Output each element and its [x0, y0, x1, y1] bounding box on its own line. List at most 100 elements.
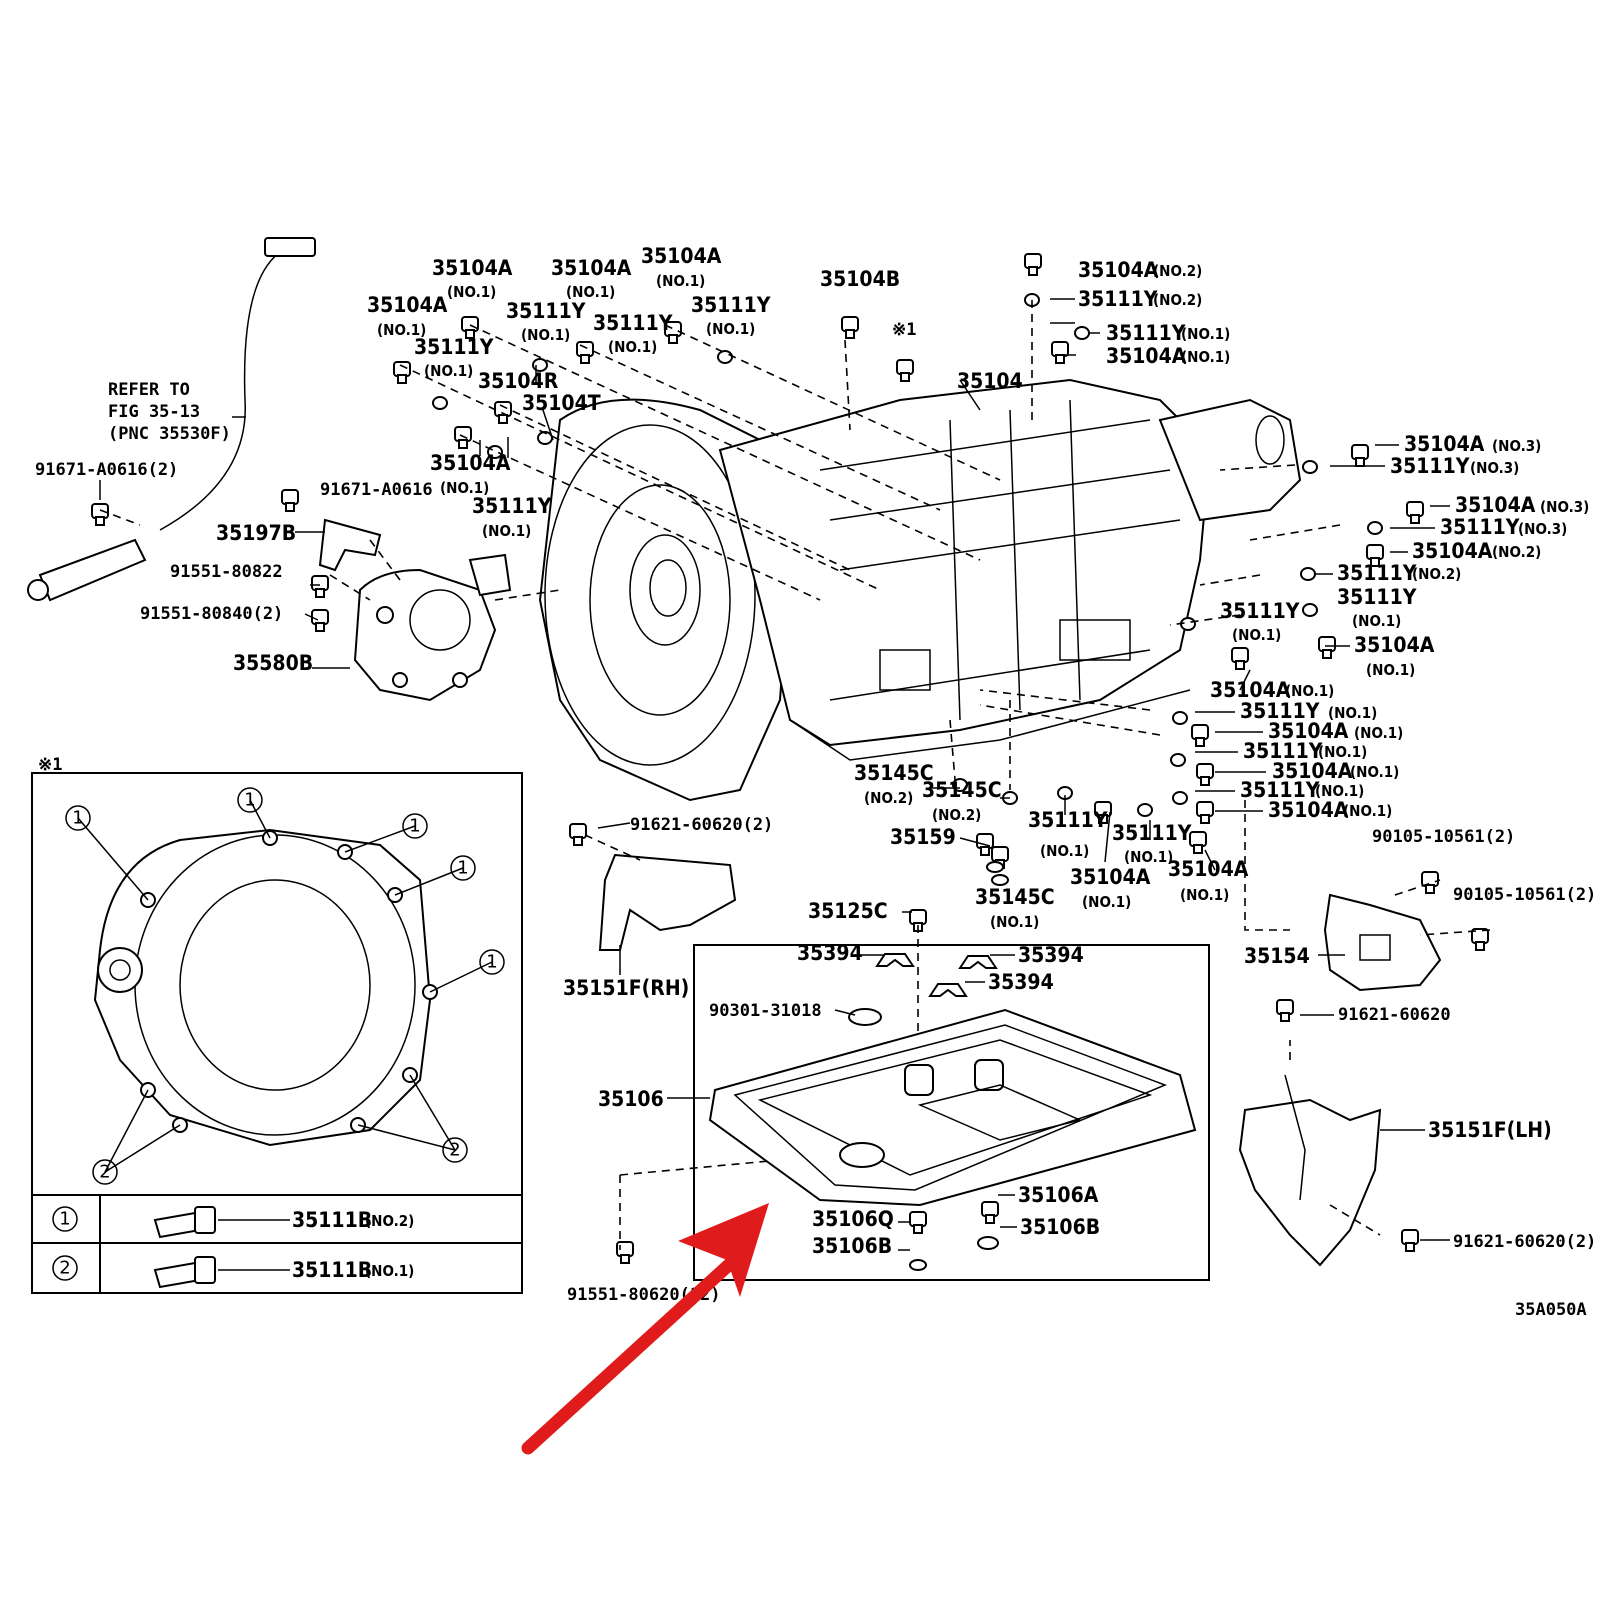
- qualifier: (NO.1): [566, 283, 615, 301]
- bolt: [1366, 544, 1384, 567]
- qualifier: (NO.2): [1412, 565, 1461, 583]
- bolt: [1051, 341, 1069, 364]
- qualifier: (NO.1): [706, 320, 755, 338]
- qualifier: (NO.1): [1124, 848, 1173, 866]
- label-35151f-rh: 35151F(RH): [563, 976, 689, 1000]
- qualifier: (NO.1): [1366, 661, 1415, 679]
- label-35111y-m: 35111Y: [1240, 699, 1320, 723]
- label-91621-60620-2a: 91621-60620(2): [630, 815, 773, 835]
- label-35104r: 35104R: [478, 369, 559, 393]
- label-35104a-p: 35104A: [1070, 865, 1151, 889]
- label-35111y-q: 35111Y: [1112, 821, 1192, 845]
- heat-shield-lh: [1238, 1098, 1382, 1267]
- bolt: [461, 316, 479, 339]
- label-35111y-d: 35111Y: [414, 335, 494, 359]
- inset-callout-num: 1: [457, 858, 468, 879]
- bracket-35197b: [318, 518, 382, 572]
- label-35104a-h: 35104A: [1404, 432, 1485, 456]
- label-35111y-n: 35111Y: [1243, 739, 1323, 763]
- qualifier: (NO.1): [1318, 743, 1367, 761]
- legend-part-2: 35111B: [292, 1258, 372, 1282]
- qualifier: (NO.1): [447, 283, 496, 301]
- clip-35394: [875, 953, 915, 967]
- legend-qualifier-1: (NO.2): [365, 1212, 414, 1230]
- qualifier: (NO.1): [1354, 724, 1403, 742]
- label-90105-10561-2b: 90105-10561(2): [1453, 885, 1596, 905]
- qualifier: (NO.1): [1180, 886, 1229, 904]
- qualifier: (NO.1): [990, 913, 1039, 931]
- qualifier: (NO.1): [1328, 704, 1377, 722]
- label-35104a-a: 35104A: [432, 256, 513, 280]
- label-35104a-o: 35104A: [1268, 798, 1349, 822]
- inset-callout-num: 1: [409, 816, 420, 837]
- inset-callout-num: 2: [449, 1140, 460, 1161]
- label-35111y-p: 35111Y: [1028, 808, 1108, 832]
- qualifier: (NO.1): [1181, 325, 1230, 343]
- label-35106b-b: 35106B: [812, 1234, 892, 1258]
- inset-callout-num: 1: [486, 952, 497, 973]
- clip-35394: [928, 983, 968, 997]
- refer-note: REFER TO FIG 35-13 (PNC 35530F): [108, 380, 246, 444]
- label-35111y-l: 35111Y: [1220, 599, 1300, 623]
- qualifier: (NO.1): [1315, 782, 1364, 800]
- x1-marker: ※1: [892, 320, 916, 340]
- o-ring: [1172, 791, 1188, 805]
- label-91621-60620-2b: 91621-60620(2): [1453, 1232, 1596, 1252]
- bolt: [1024, 253, 1042, 276]
- label-35111y-b: 35111Y: [593, 311, 673, 335]
- qualifier: (NO.1): [656, 272, 705, 290]
- sensor-cable: [27, 237, 316, 602]
- bolt: [569, 823, 587, 846]
- qualifier: (NO.2): [1153, 291, 1202, 309]
- bolt: [664, 321, 682, 344]
- refer-line-3: (PNC 35530F): [108, 424, 231, 444]
- bolt: [1471, 928, 1489, 951]
- qualifier: (NO.1): [608, 338, 657, 356]
- o-ring: [909, 1259, 927, 1271]
- label-35104a-c: 35104A: [641, 244, 722, 268]
- qualifier: (NO.1): [1181, 348, 1230, 366]
- qualifier: (NO.2): [1153, 262, 1202, 280]
- o-ring: [432, 396, 448, 410]
- fitting-35104b: [841, 316, 859, 339]
- solid-leaders: [99, 298, 1450, 1251]
- qualifier: (NO.1): [1232, 626, 1281, 644]
- o-ring: [717, 350, 733, 364]
- bolt: [393, 361, 411, 384]
- o-ring: [991, 874, 1009, 886]
- label-35394-c: 35394: [988, 970, 1054, 994]
- refer-line-2: FIG 35-13: [108, 402, 200, 422]
- qualifier: (NO.1): [424, 362, 473, 380]
- label-35197b: 35197B: [216, 521, 296, 545]
- label-35111y-f: 35111Y: [1078, 287, 1158, 311]
- clip-35394: [958, 955, 998, 969]
- o-ring: [1302, 460, 1318, 474]
- label-90105-10561-2a: 90105-10561(2): [1372, 827, 1515, 847]
- label-35111y-j: 35111Y: [1337, 561, 1417, 585]
- qualifier: (NO.3): [1518, 520, 1567, 538]
- heat-shield-rh: [598, 853, 737, 951]
- label-35111y-h: 35111Y: [1390, 454, 1470, 478]
- label-91551-80840-2: 91551-80840(2): [140, 604, 283, 624]
- label-35159: 35159: [890, 825, 956, 849]
- label-35394-a: 35394: [797, 941, 863, 965]
- bolt: [909, 1211, 927, 1234]
- qualifier: (NO.1): [521, 326, 570, 344]
- label-35104a-n: 35104A: [1272, 759, 1353, 783]
- qualifier: (NO.1): [482, 522, 531, 540]
- qualifier: (NO.3): [1470, 459, 1519, 477]
- label-35111y-c: 35111Y: [691, 293, 771, 317]
- bolt: [281, 489, 299, 512]
- oil-pan-group-box: [693, 944, 1210, 1281]
- o-ring: [1172, 711, 1188, 725]
- label-91621-60620: 91621-60620: [1338, 1005, 1451, 1025]
- label-35104a-k: 35104A: [1354, 633, 1435, 657]
- label-35111y-k: 35111Y: [1337, 585, 1417, 609]
- part-labels: 35104A (NO.1) 35104A (NO.1) 35104A (NO.1…: [35, 244, 1596, 1305]
- solenoid-housing: [353, 553, 512, 702]
- refer-line-1: REFER TO: [108, 380, 190, 400]
- o-ring: [1300, 567, 1316, 581]
- inset-callout-num: 1: [72, 808, 83, 829]
